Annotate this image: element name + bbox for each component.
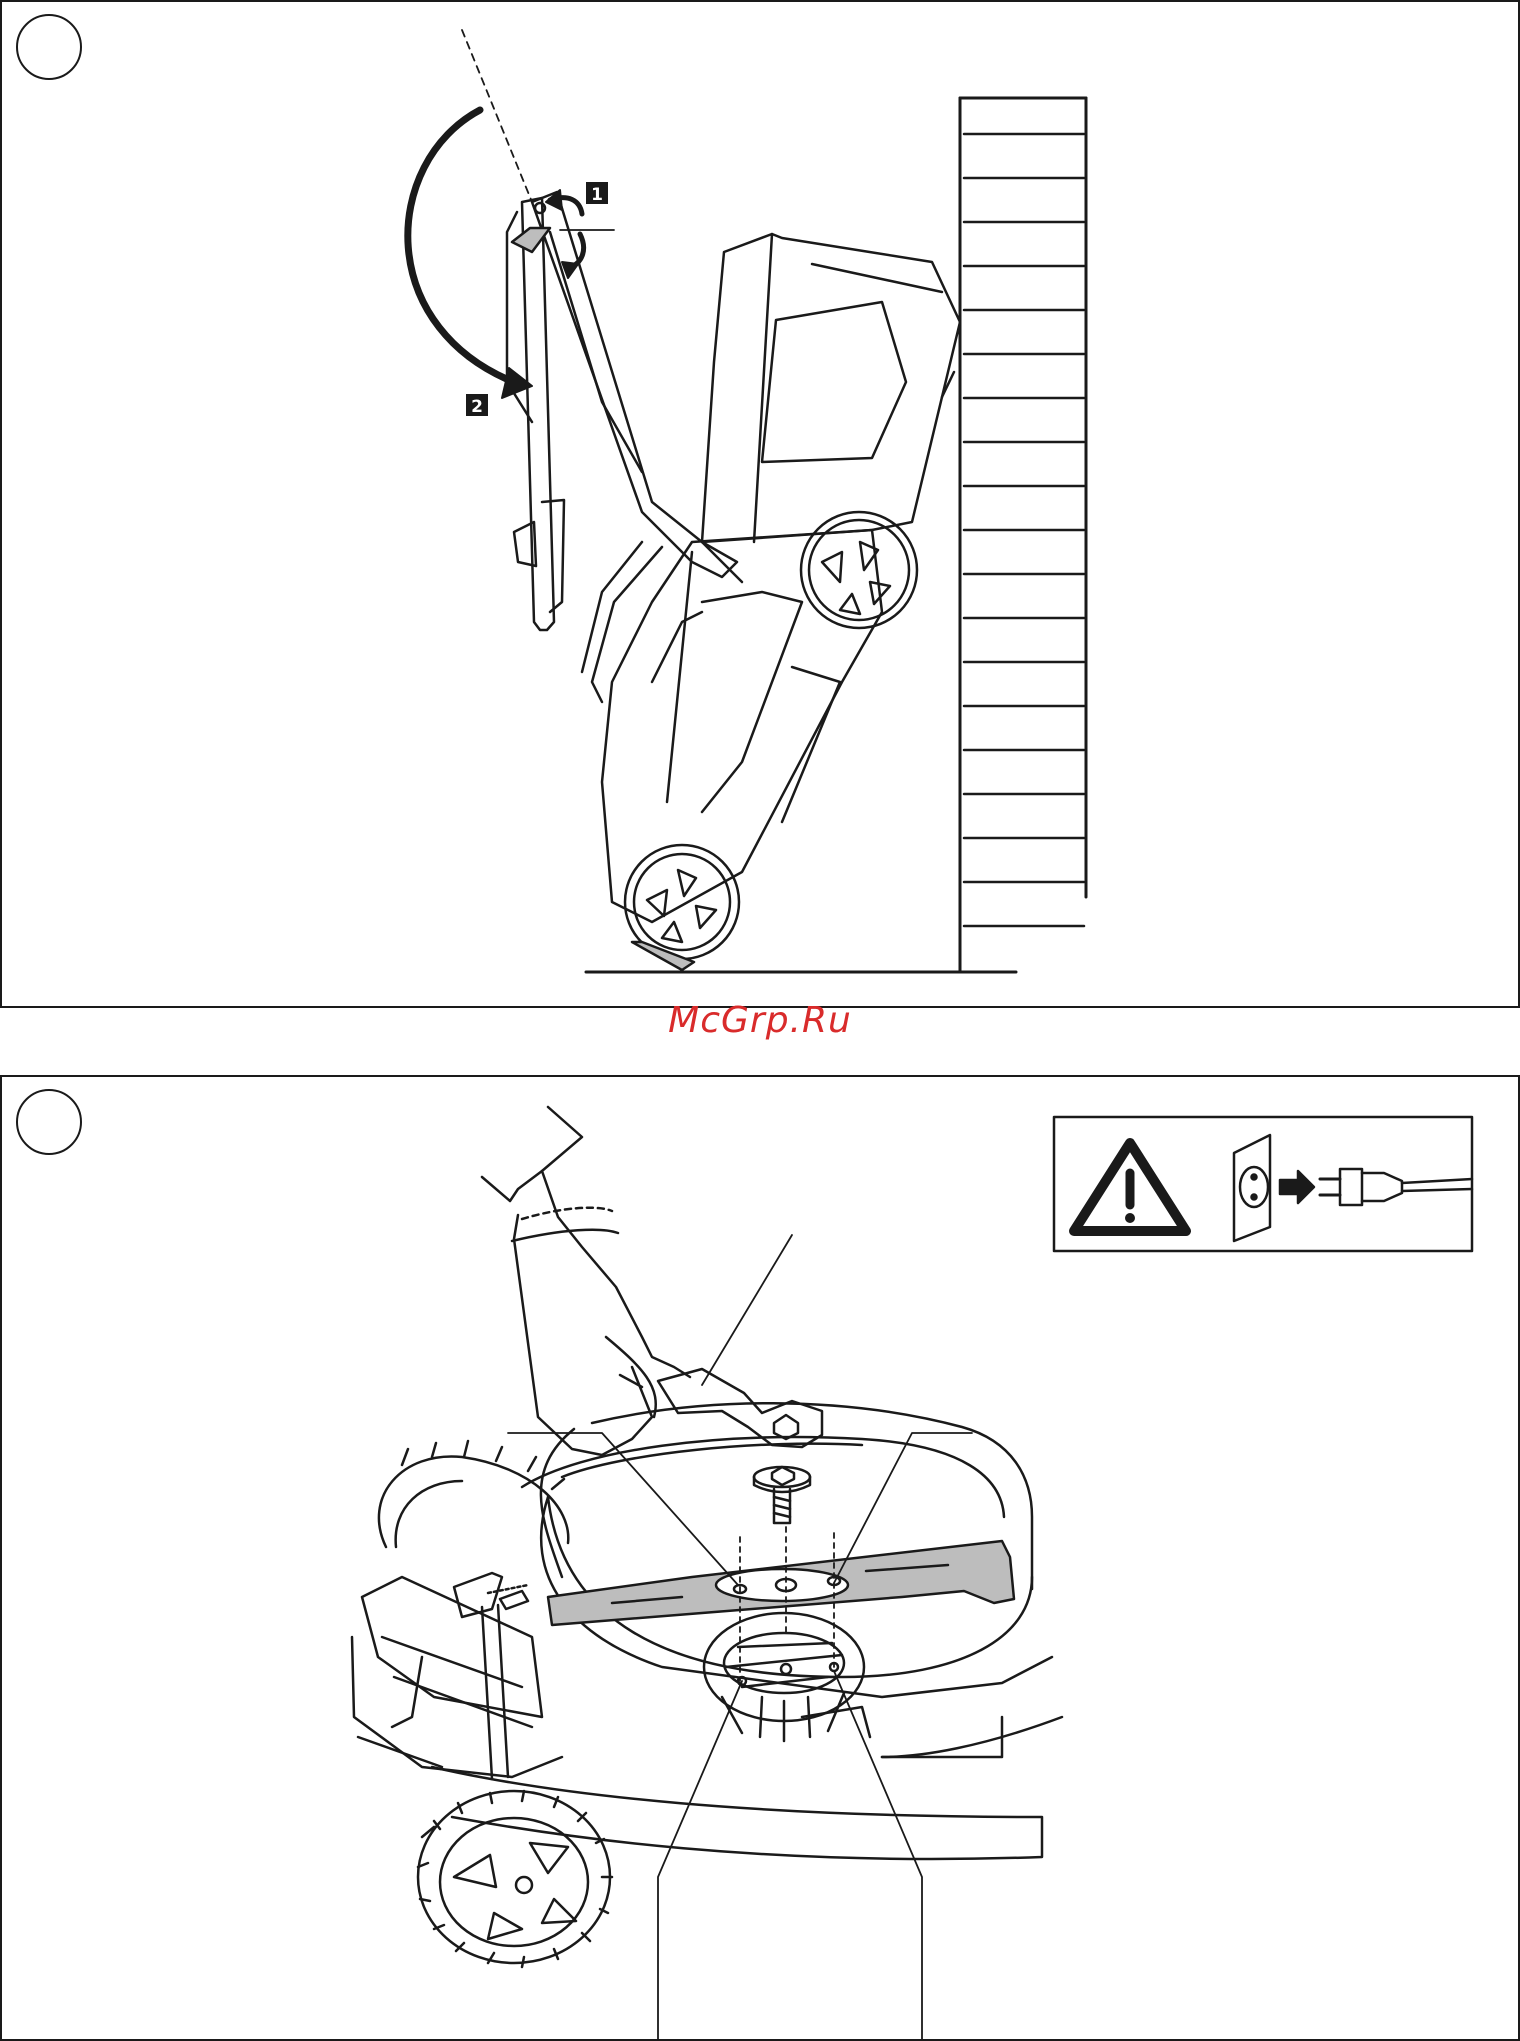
grass-box xyxy=(702,234,960,542)
watermark: McGrp.Ru xyxy=(0,1000,1520,1041)
warning-triangle-icon xyxy=(1074,1143,1186,1231)
warning-box xyxy=(1054,1117,1472,1251)
grass-box-frame xyxy=(352,1577,562,1777)
power-plug-icon xyxy=(1320,1169,1472,1205)
figure-panel-blade-removal xyxy=(0,1075,1520,2041)
badge-1: 1 xyxy=(586,182,608,205)
mower-tilted-illustration: 1 2 xyxy=(2,2,1518,1006)
mower-body xyxy=(392,1403,1062,1859)
power-socket-icon xyxy=(1234,1135,1270,1241)
blade-bolt xyxy=(754,1467,810,1523)
rear-wheel xyxy=(801,512,917,628)
gloved-hand xyxy=(482,1107,690,1455)
wall xyxy=(960,98,1086,972)
badge-2: 2 xyxy=(466,394,488,417)
blade-removal-illustration xyxy=(2,1077,1518,2039)
badge-1-label: 1 xyxy=(591,185,603,205)
mower-deck xyxy=(602,530,882,922)
front-wheel-bottom xyxy=(418,1791,612,1967)
figure-panel-tilt-mower: 1 2 xyxy=(0,0,1520,1008)
wrench-leader-line xyxy=(702,1235,792,1385)
callout-lines xyxy=(508,1433,972,2039)
badge-2-label: 2 xyxy=(471,397,483,417)
arrow-right-icon xyxy=(1280,1171,1314,1203)
